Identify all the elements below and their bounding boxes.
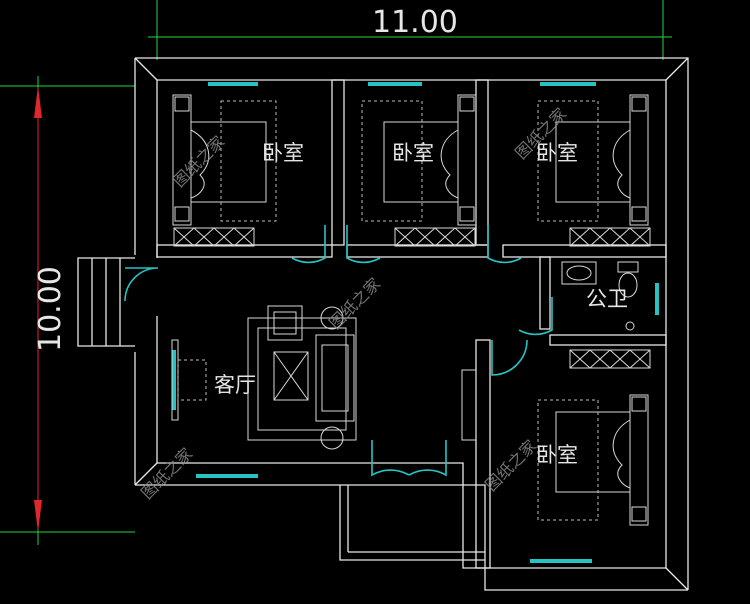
windows (172, 82, 659, 563)
outer-walls (134, 57, 689, 591)
living-room-furniture (171, 305, 477, 450)
front-ledge (339, 485, 485, 561)
bathroom-fixtures (561, 261, 639, 331)
bedroom2-furniture (361, 94, 477, 247)
bathroom-label: 公卫 (586, 287, 628, 311)
bedroom3-furniture (537, 94, 651, 247)
width-dimension-label: 11.00 (372, 5, 458, 40)
watermark: 图纸之家 (325, 274, 384, 333)
bedroom4-label: 卧室 (536, 443, 578, 467)
living-room-label: 客厅 (214, 373, 256, 397)
bedroom1-label: 卧室 (262, 141, 304, 165)
bedroom1-furniture (172, 94, 277, 247)
height-dimension-label: 10.00 (33, 266, 68, 352)
watermark: 图纸之家 (169, 132, 228, 191)
dimension-arrows (34, 86, 42, 532)
bedroom2-label: 卧室 (392, 141, 434, 165)
entrance-porch (77, 257, 135, 347)
doors (124, 225, 553, 477)
bedroom3-label: 卧室 (536, 141, 578, 165)
bedroom4-furniture (537, 349, 651, 526)
